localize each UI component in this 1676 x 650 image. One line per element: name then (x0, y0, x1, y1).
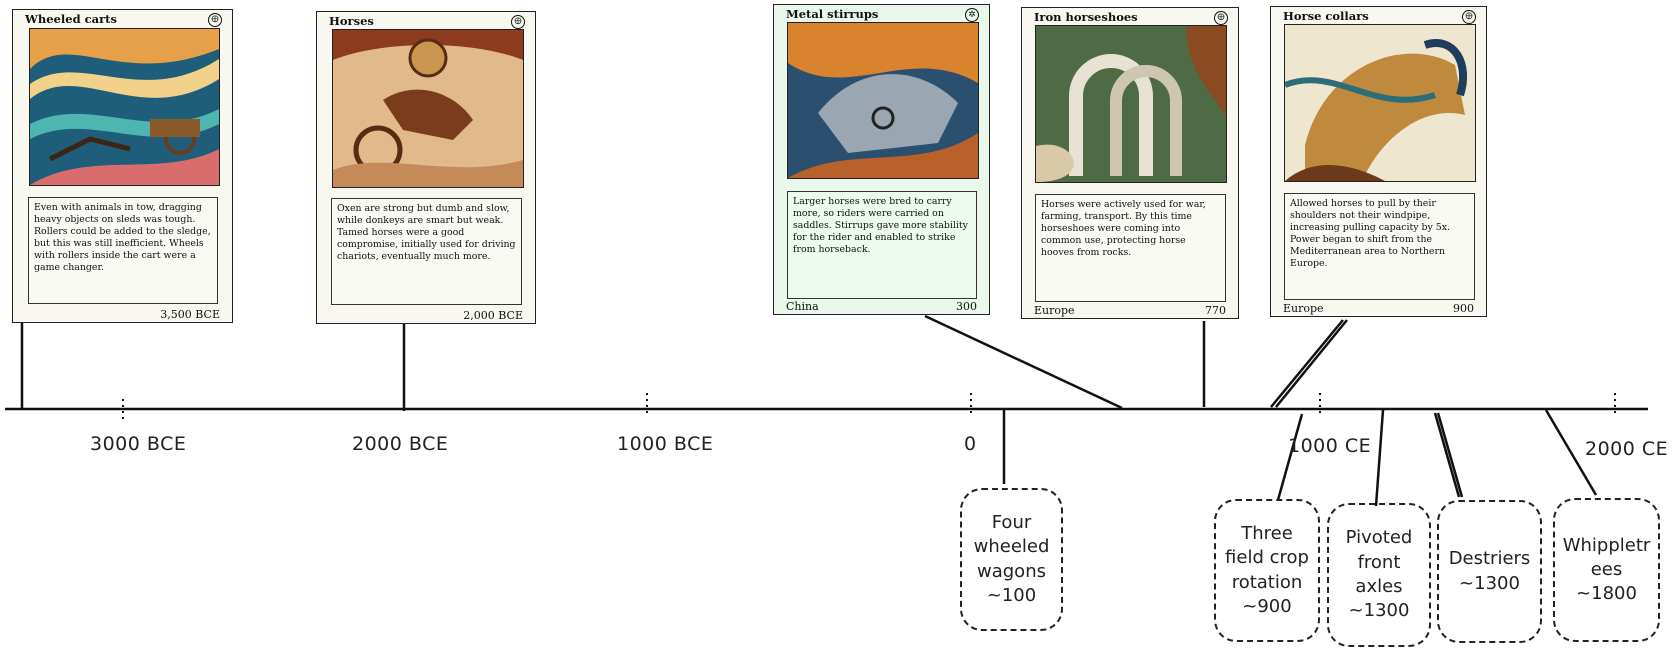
axis-label-2000bce: 2000 BCE (352, 433, 449, 455)
card-emblem-icon: 🜨 (1214, 11, 1228, 25)
card-title: Iron horseshoes (1034, 10, 1138, 24)
card-date: 300 (956, 300, 977, 313)
card-region: Europe (1283, 302, 1324, 315)
axis-label-2000ce: 2000 CE (1585, 438, 1669, 460)
card-illustration (332, 29, 524, 188)
card-description: Horses were actively used for war, farmi… (1035, 194, 1226, 302)
card-description: Allowed horses to pull by their shoulder… (1284, 193, 1475, 300)
axis-label-1000ce: 1000 CE (1288, 435, 1372, 457)
connector-metal-stirrups (924, 314, 1123, 410)
axis-ticks (122, 393, 1616, 421)
card-horses[interactable]: Horses 🜨 Oxen are strong but dumb and sl… (316, 11, 536, 324)
card-date: 2,000 BCE (463, 309, 523, 322)
card-iron-horseshoes[interactable]: Iron horseshoes 🜨 Horses were actively u… (1021, 7, 1239, 319)
card-description: Larger horses were bred to carry more, s… (787, 191, 977, 299)
axis-label-3000bce: 3000 BCE (90, 433, 187, 455)
connector-crop-rotation (1276, 413, 1304, 501)
card-title: Wheeled carts (25, 12, 117, 26)
connector-pivoted-axles (1374, 409, 1385, 507)
card-description: Even with animals in tow, dragging heavy… (28, 197, 218, 304)
card-date: 770 (1205, 304, 1226, 317)
card-illustration (787, 22, 979, 179)
bubble-whippletrees: Whippletr ees ~1800 (1553, 498, 1660, 642)
axis-label-1000bce: 1000 BCE (617, 433, 714, 455)
card-title: Horses (329, 14, 374, 28)
bubble-destriers: Destriers ~1300 (1437, 500, 1542, 643)
card-illustration (1035, 25, 1227, 183)
card-illustration (1284, 24, 1476, 182)
card-title: Metal stirrups (786, 7, 879, 21)
card-illustration (29, 28, 220, 186)
card-emblem-icon: 🜨 (208, 13, 222, 27)
card-region: China (786, 300, 819, 313)
card-description: Oxen are strong but dumb and slow, while… (331, 198, 522, 305)
card-emblem-icon: 🜨 (1462, 10, 1476, 24)
connector-horse-collars (1270, 319, 1348, 408)
connector-whippletrees (1544, 409, 1598, 496)
card-date: 900 (1453, 302, 1474, 315)
bubble-four-wheeled-wagons: Four wheeled wagons ~100 (960, 488, 1063, 631)
card-horse-collars[interactable]: Horse collars 🜨 Allowed horses to pull b… (1270, 6, 1487, 317)
card-wheeled-carts[interactable]: Wheeled carts 🜨 Even with animals in tow… (12, 9, 233, 323)
axis-label-0: 0 (964, 433, 977, 455)
bubble-three-field-crop-rotation: Three field crop rotation ~900 (1214, 499, 1320, 642)
card-title: Horse collars (1283, 9, 1369, 23)
card-emblem-icon: ✲ (965, 8, 979, 22)
card-region: Europe (1034, 304, 1075, 317)
connector-destriers (1433, 412, 1464, 498)
bubble-pivoted-front-axles: Pivoted front axles ~1300 (1327, 503, 1431, 647)
card-date: 3,500 BCE (160, 308, 220, 321)
card-metal-stirrups[interactable]: Metal stirrups ✲ Larger horses were bred… (773, 4, 990, 315)
card-emblem-icon: 🜨 (511, 15, 525, 29)
